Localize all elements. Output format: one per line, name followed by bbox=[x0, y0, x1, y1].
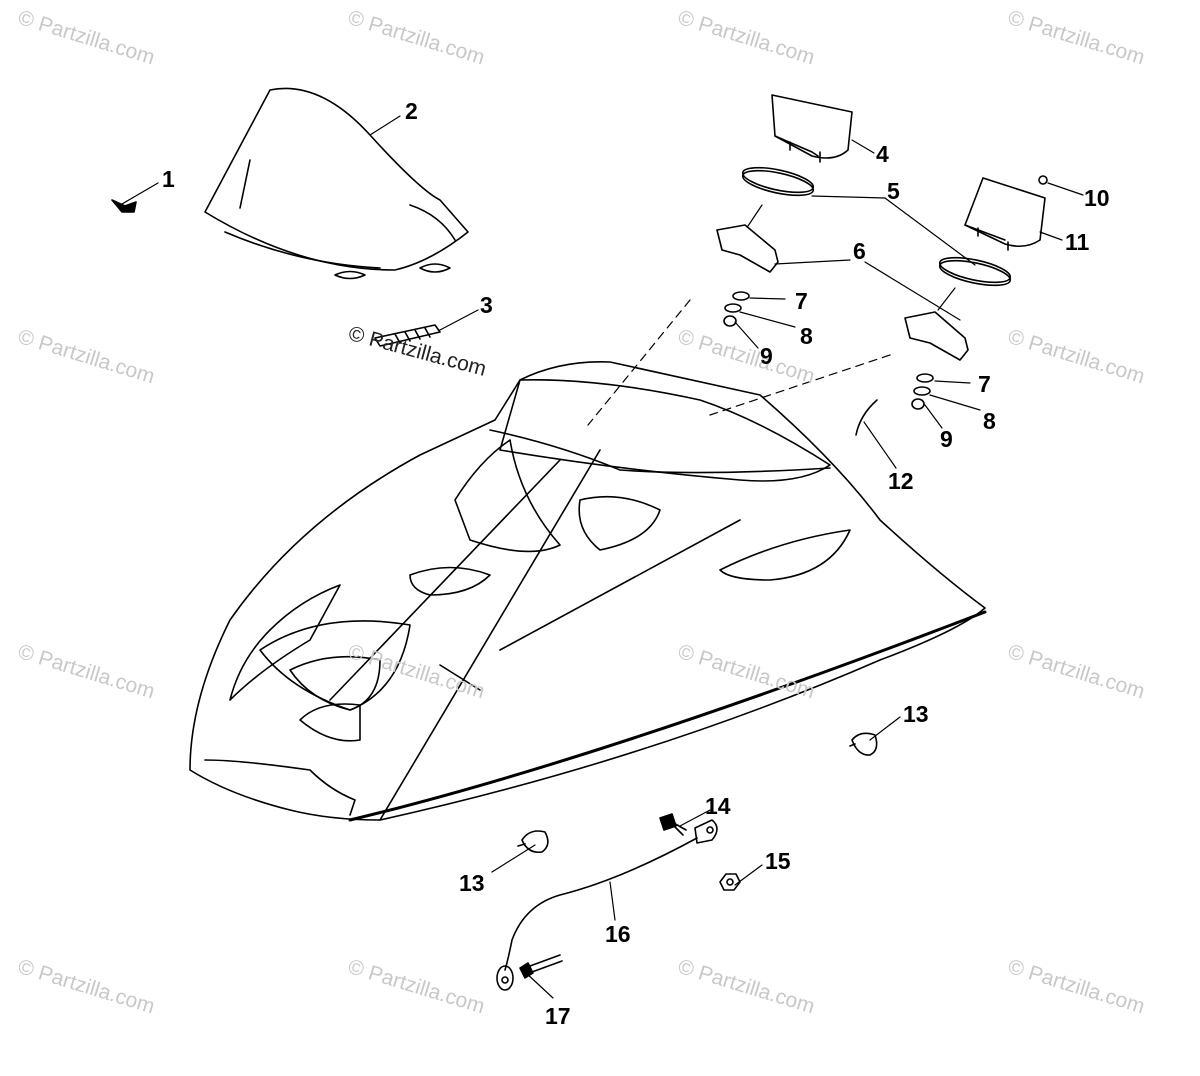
clip-part bbox=[517, 830, 549, 854]
gauge-part bbox=[964, 177, 1046, 251]
callout-label: 6 bbox=[853, 238, 866, 264]
wire-part bbox=[855, 399, 878, 436]
ring-part bbox=[938, 256, 1012, 287]
rivet-part bbox=[519, 954, 563, 979]
small-parts-upper bbox=[723, 291, 750, 327]
callout-label: 10 bbox=[1084, 185, 1110, 211]
bezel-part bbox=[904, 311, 969, 361]
clip-part bbox=[849, 732, 878, 756]
nut-part bbox=[719, 873, 741, 891]
callout-label: 7 bbox=[978, 371, 991, 397]
bulb-part bbox=[1038, 175, 1048, 185]
bolt-part bbox=[659, 813, 687, 836]
windshield-part bbox=[204, 87, 469, 280]
gauge-part bbox=[771, 94, 853, 163]
callout-label: 11 bbox=[1065, 229, 1090, 255]
small-parts-lower bbox=[911, 373, 934, 410]
tether-part bbox=[496, 819, 718, 991]
screw-part bbox=[111, 199, 137, 213]
callout-label: 3 bbox=[480, 292, 493, 318]
callout-label: 8 bbox=[800, 323, 813, 349]
spring-part bbox=[374, 324, 441, 347]
callout-label: 17 bbox=[545, 1003, 571, 1029]
callout-label: 8 bbox=[983, 408, 996, 434]
ring-part bbox=[741, 166, 815, 197]
callout-label: 16 bbox=[605, 921, 631, 947]
callout-label: 12 bbox=[888, 468, 914, 494]
callout-label: 9 bbox=[760, 343, 773, 369]
bezel-part bbox=[716, 224, 779, 273]
callout-label: 13 bbox=[903, 701, 929, 727]
callout-label: 13 bbox=[459, 870, 485, 896]
hood-part bbox=[189, 361, 987, 822]
callout-label: 15 bbox=[765, 848, 791, 874]
callout-label: 7 bbox=[795, 288, 808, 314]
callout-label: 1 bbox=[162, 166, 175, 192]
callout-label: 14 bbox=[705, 793, 731, 819]
leader-lines bbox=[121, 115, 1084, 999]
callout-label: 9 bbox=[940, 426, 953, 452]
callout-label: 4 bbox=[876, 141, 889, 167]
callout-label: 5 bbox=[887, 178, 900, 204]
callout-label: 2 bbox=[405, 98, 418, 124]
